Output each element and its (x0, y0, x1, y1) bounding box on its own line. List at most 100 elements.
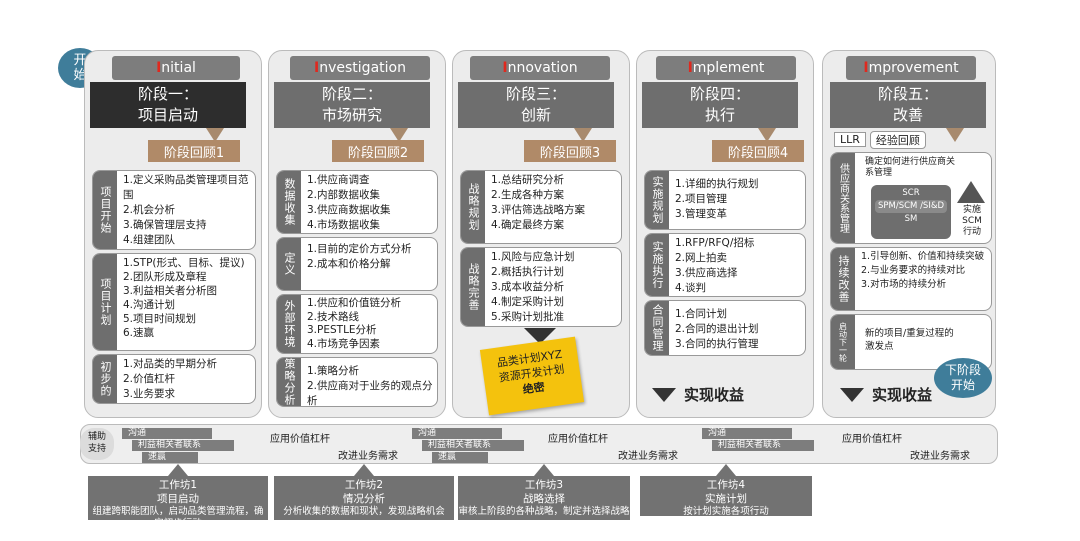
list-item: 5.采购计划批准 (491, 311, 565, 323)
list-item: 2.网上拍卖 (675, 252, 728, 264)
improve-business-needs-1: 改进业务需求 (338, 451, 398, 462)
list-item: 4.市场竞争因素 (307, 337, 381, 350)
list-item: 1.供应商调查 (307, 174, 370, 186)
s3-b1-label: 战略规划 (461, 171, 485, 243)
down-arrow-icon (840, 387, 864, 402)
apply-value-lever-1: 应用价值杠杆 (270, 434, 330, 445)
llr-review: LLR 经验回顾 (834, 130, 926, 149)
s5-b3-label: 启动下一轮 (831, 315, 855, 369)
list-item: 4.制定采购计划 (491, 296, 565, 308)
stage-3-review: 阶段回顾3 (524, 140, 616, 162)
support-bar-communication: 沟通 (412, 428, 502, 439)
list-item: 确定如何进行供应商关系管理 (865, 157, 956, 178)
support-label: 辅助支持 (80, 428, 114, 460)
list-item: 3.业务要求 (123, 388, 176, 400)
support-bar-quickwin: 速赢 (432, 452, 488, 463)
s2-b1-label: 数据收集 (277, 171, 301, 233)
list-item: 新的项目/重复过程的激发点 (865, 328, 954, 352)
list-item: 2.成本和价格分解 (307, 258, 391, 270)
list-item: 3.评估筛选战略方案 (491, 204, 586, 216)
s2-define-box: 定义 1.目前的定价方式分析 2.成本和价格分解 (276, 237, 438, 291)
list-item: 4.确定最终方案 (491, 219, 565, 231)
list-item: 1.对品类的早期分析 (123, 358, 218, 370)
list-item: 3.PESTLE分析 (307, 324, 377, 336)
list-item: 1.总结研究分析 (491, 174, 565, 186)
stage-3-title: 阶段三：创新 (458, 82, 614, 142)
list-item: 2.价值杠杆 (123, 373, 176, 385)
s3-strategy-plan-box: 战略规划 1.总结研究分析 2.生成各种方案 3.评估筛选战略方案 4.确定最终方案 (460, 170, 622, 244)
list-item: 2.生成各种方案 (491, 189, 565, 201)
s5-b2-label: 持续改善 (831, 248, 855, 310)
list-item: 3.供应商选择 (675, 267, 738, 279)
stage-4-review: 阶段回顾4 (712, 140, 804, 162)
list-item: 1.STP(形式、目标、提议) (123, 257, 245, 269)
list-item: 6.速赢 (123, 327, 155, 339)
support-bar-stakeholder: 利益相关者联系 (422, 440, 524, 451)
list-item: 2.内部数据收集 (307, 189, 381, 201)
list-item: 2.与业务要求的持续对比 (861, 265, 966, 276)
list-item: 1.合同计划 (675, 308, 728, 320)
list-item: 4.谈判 (675, 282, 707, 294)
next-stage-bubble: 下阶段开始 (934, 358, 992, 398)
list-item: 2.机会分析 (123, 204, 176, 216)
improve-business-needs-2: 改进业务需求 (618, 451, 678, 462)
list-item: 3.对市场的持续分析 (861, 279, 947, 290)
support-bar-stakeholder: 利益相关者联系 (712, 440, 814, 451)
list-item: 1.详细的执行规划 (675, 178, 759, 190)
list-item: 2.技术路线 (307, 310, 360, 323)
s4-contract-box: 合同管理 1.合同计划 2.合同的退出计划 3.合同的执行管理 (644, 300, 806, 356)
support-bar-stakeholder: 利益相关者联系 (132, 440, 234, 451)
s4-benefit-result: 实现收益 (652, 384, 744, 405)
s2-b3-label: 外部环境 (277, 295, 301, 353)
s2-b2-label: 定义 (277, 238, 301, 290)
list-item: 4.市场数据收集 (307, 219, 381, 231)
pyramid-icon (957, 181, 985, 203)
list-item: 2.合同的退出计划 (675, 323, 759, 335)
s2-b4-label: 策略分析 (277, 358, 301, 406)
list-item: 1.供应和价值链分析 (307, 297, 402, 309)
list-item: 2.概括执行计划 (491, 266, 565, 278)
s1-b2-label: 项目计划 (93, 254, 117, 350)
stage-2-title: 阶段二：市场研究 (274, 82, 430, 142)
list-item: 3.利益相关者分析图 (123, 285, 218, 297)
list-item: 2.项目管理 (675, 193, 728, 205)
list-item: 1.RFP/RFQ/招标 (675, 237, 755, 249)
apply-value-lever-3: 应用价值杠杆 (842, 434, 902, 445)
s1-b3-label: 初步的 (93, 355, 117, 403)
s4-b3-label: 合同管理 (645, 301, 669, 355)
list-item: 1.目前的定价方式分析 (307, 243, 412, 255)
s1-preliminary-box: 初步的 1.对品类的早期分析 2.价值杠杆 3.业务要求 (92, 354, 256, 404)
experience-review-label: 经验回顾 (869, 130, 926, 149)
list-item: 3.供应商数据收集 (307, 204, 391, 216)
llr-label: LLR (834, 132, 866, 147)
s1-b1-label: 项目开始 (93, 171, 117, 249)
s5-benefit-result: 实现收益 (840, 384, 932, 405)
next-stage-label: 下阶段开始 (944, 363, 981, 392)
list-item: 4.组建团队 (123, 234, 176, 246)
start-label: 开始 (73, 53, 87, 83)
list-item: 3.合同的执行管理 (675, 338, 759, 350)
s4-b2-label: 实施执行 (645, 234, 669, 296)
down-arrow-icon (652, 387, 676, 402)
s2-data-collection-box: 数据收集 1.供应商调查 2.内部数据收集 3.供应商数据收集 4.市场数据收集 (276, 170, 438, 234)
support-bar-communication: 沟通 (702, 428, 792, 439)
stage-1-review: 阶段回顾1 (148, 140, 240, 162)
